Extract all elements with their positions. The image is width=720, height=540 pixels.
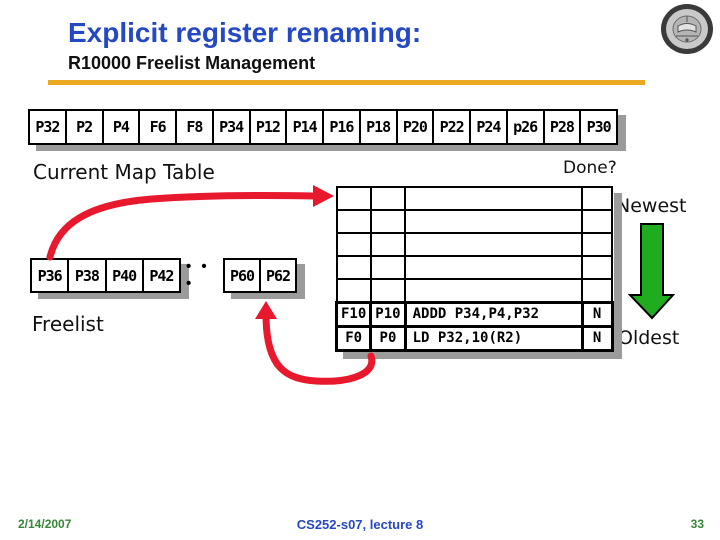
old-register: F10 — [334, 300, 373, 328]
map-cell: P12 — [251, 111, 288, 143]
map-cell: F6 — [140, 111, 177, 143]
active-list-entry: F10 P10 ADDD P34,P4,P32 N — [334, 300, 614, 328]
newest-to-oldest-arrow — [627, 223, 676, 320]
map-cell: p26 — [508, 111, 545, 143]
map-cell: P20 — [398, 111, 435, 143]
done-flag: N — [580, 324, 614, 352]
instruction: LD P32,10(R2) — [403, 324, 584, 352]
footer-page-number: 33 — [690, 517, 704, 531]
active-list-entry: F0 P0 LD P32,10(R2) N — [334, 324, 614, 352]
freelist-tail-row: P60 P62 — [223, 258, 297, 293]
slide-subtitle: R10000 Freelist Management — [68, 53, 316, 73]
empty-row — [335, 232, 614, 257]
freelist-label: Freelist — [32, 312, 104, 336]
map-cell: P16 — [324, 111, 361, 143]
empty-row — [335, 255, 614, 280]
freelist-cell: P40 — [107, 260, 144, 291]
map-cell: P30 — [586, 118, 612, 136]
newest-label: Newest — [616, 195, 687, 217]
done-flag: N — [580, 300, 614, 328]
new-register: P0 — [369, 324, 407, 352]
map-cell: P14 — [287, 111, 324, 143]
map-cell: F8 — [177, 111, 214, 143]
title-underline-rule — [48, 80, 645, 85]
map-cell: P18 — [361, 111, 398, 143]
freelist-ellipsis: • • • — [186, 258, 210, 292]
empty-row — [335, 186, 614, 211]
active-list-table: F10 P10 ADDD P34,P4,P32 N F0 P0 LD P32,1… — [334, 186, 614, 352]
current-map-table-row: P32 P2 P4 F6 F8 P34 P12 P14 P16 P18 P20 … — [28, 109, 618, 145]
empty-row — [335, 209, 614, 234]
old-register: F0 — [334, 324, 373, 352]
new-register: P10 — [369, 300, 407, 328]
freelist-cell: P62 — [265, 266, 291, 285]
slide-title: Explicit register renaming: — [68, 17, 422, 48]
instruction: ADDD P34,P4,P32 — [403, 300, 584, 328]
footer-date: 2/14/2007 — [18, 517, 72, 531]
current-map-table-label: Current Map Table — [33, 160, 215, 184]
map-cell: P24 — [471, 111, 508, 143]
map-cell: P2 — [67, 111, 104, 143]
footer-course: CS252-s07, lecture 8 — [296, 517, 424, 532]
done-column-label: Done? — [563, 158, 617, 178]
freelist-cell: P42 — [149, 266, 174, 285]
university-seal-icon — [661, 4, 713, 54]
map-cell: P34 — [214, 111, 251, 143]
map-cell: P32 — [30, 111, 67, 143]
oldest-label: Oldest — [618, 327, 680, 349]
map-cell: P4 — [104, 111, 141, 143]
freelist-cell: P60 — [225, 260, 261, 291]
freelist-head-row: P36 P38 P40 P42 — [30, 258, 181, 293]
freelist-cell: P38 — [69, 260, 107, 291]
freelist-allocate-arrow — [46, 185, 334, 261]
map-cell: P28 — [545, 111, 582, 143]
empty-row — [335, 278, 614, 303]
freelist-cell: P36 — [32, 260, 70, 291]
map-cell: P22 — [434, 111, 471, 143]
